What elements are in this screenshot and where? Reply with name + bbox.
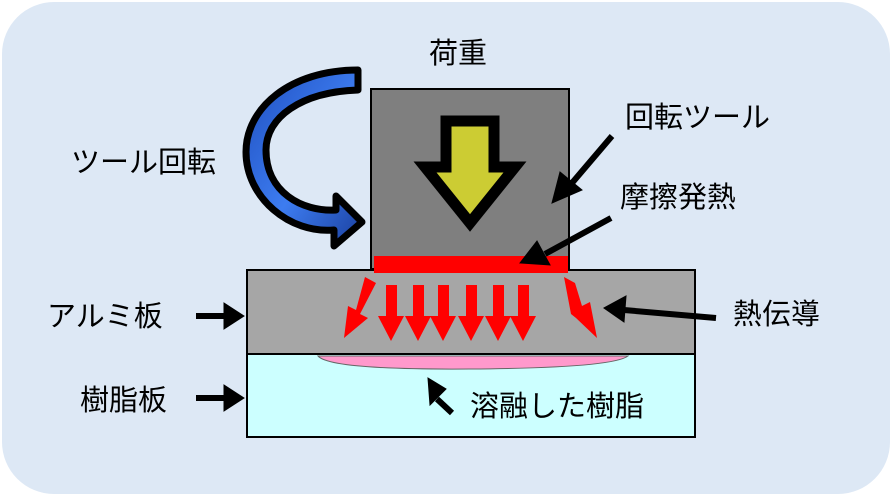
resin-plate-pointer-arrow — [196, 384, 245, 412]
aluminum-plate-label: アルミ板 — [47, 299, 163, 333]
friction-heat-bar — [374, 256, 568, 273]
heat-arrow — [344, 277, 376, 338]
resin-plate-label: 樹脂板 — [80, 383, 168, 417]
heat-arrow — [564, 277, 597, 338]
friction-heat-label: 摩擦発熱 — [620, 180, 737, 214]
friction-heat-pointer-arrow — [519, 215, 613, 266]
molten-resin-pointer-arrow — [427, 377, 455, 416]
heat-arrow — [378, 285, 404, 341]
heat-arrow — [510, 285, 536, 341]
rotating-tool-label: 回転ツール — [625, 100, 771, 134]
heat-arrow — [485, 285, 511, 341]
tool-rotation-arrow — [242, 66, 366, 250]
pointer-arrows — [196, 134, 717, 416]
molten-resin-region — [316, 355, 630, 370]
heat-conduction-pointer-arrow — [603, 295, 717, 323]
heat-arrow — [405, 285, 431, 341]
tool-rotation-label: ツール回転 — [71, 145, 217, 179]
load-label: 荷重 — [429, 36, 488, 70]
aluminum-plate-pointer-arrow — [196, 302, 245, 330]
rotating-tool-pointer-arrow — [551, 134, 615, 204]
heat-arrows — [344, 277, 597, 341]
heat-conduction-label: 熱伝導 — [733, 297, 821, 331]
load-arrow — [413, 115, 527, 232]
heat-arrow — [458, 285, 484, 341]
resin-plate — [246, 352, 696, 438]
molten-resin-label: 溶融した樹脂 — [470, 389, 645, 423]
heat-arrow — [430, 285, 456, 341]
